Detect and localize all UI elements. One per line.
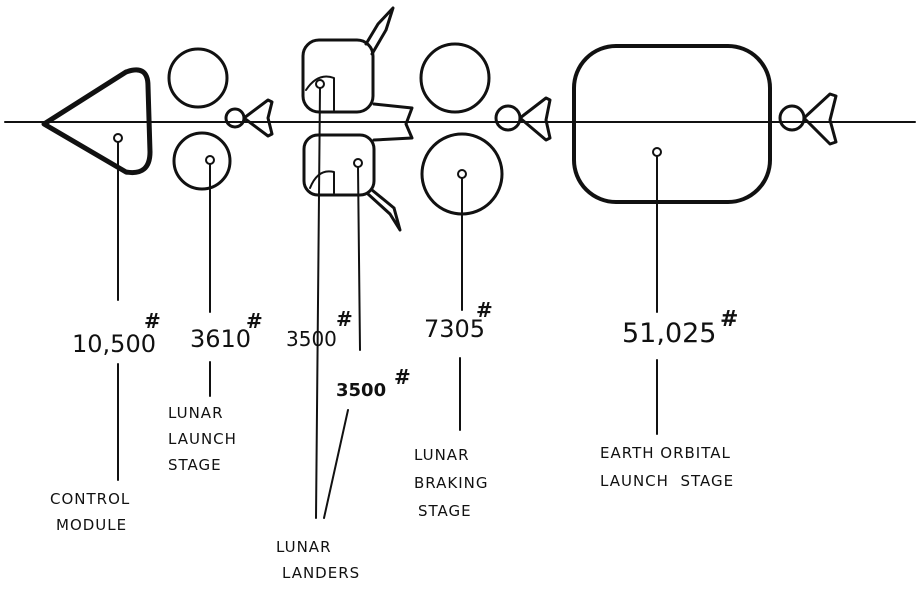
caption-control-module-line-1: CONTROL (50, 490, 130, 508)
lunar-braking-stage-upper-sphere (419, 42, 491, 114)
weight-lunar-launch-stage: 3610 (190, 325, 251, 353)
unit-lunar-launch-stage: # (246, 309, 263, 333)
lunar-lander-upper-center-dot (315, 79, 325, 89)
caption-lunar-braking-stage-line-1: LUNAR (414, 446, 470, 464)
caption-lunar-braking-stage-line-2: BRAKING (414, 474, 488, 492)
lunar-braking-stage-center-dot (457, 169, 467, 179)
earth-orbital-stage-center-dot (652, 147, 662, 157)
lunar-braking-stage-throat (494, 104, 522, 132)
earth-orbital-stage-nozzle (802, 92, 838, 146)
unit-earth-orbital-stage: # (720, 307, 738, 332)
earth-orbital-stage-throat (778, 104, 806, 132)
lunar-launch-stage-lower-sphere (172, 131, 232, 191)
lunar-launch-stage-nozzle (242, 98, 274, 138)
lunar-lander-upper-leg (364, 6, 395, 56)
lunar-braking-stage-nozzle (518, 96, 552, 142)
control-module-shape (41, 67, 153, 176)
caption-lunar-braking-stage-line-3: STAGE (418, 502, 472, 520)
caption-control-module-line-2: MODULE (56, 516, 127, 534)
unit-control-module: # (144, 309, 161, 333)
unit-lunar-braking-stage: # (476, 298, 493, 322)
leader-lunar-landers (315, 87, 361, 519)
leader-lunar-braking-stage (459, 177, 463, 431)
weight-lunar-braking-stage: 7305 (424, 315, 485, 343)
lunar-launch-stage-upper-sphere (167, 47, 229, 109)
caption-lunar-launch-stage-line-3: STAGE (168, 456, 222, 474)
caption-lunar-landers-line-2: LANDERS (282, 564, 360, 582)
lunar-launch-stage-throat (224, 107, 246, 129)
weight-control-module: 10,500 (72, 330, 156, 358)
lunar-lander-upper-hatch (305, 75, 335, 111)
caption-earth-orbital-stage-line-2: LAUNCH STAGE (600, 472, 734, 490)
lunar-lander-lower-body (302, 133, 376, 197)
lunar-lander-lower-leg (366, 188, 402, 232)
caption-lunar-launch-stage-line-2: LAUNCH (168, 430, 237, 448)
weight-earth-orbital-stage: 51,025 (622, 318, 716, 349)
unit-lunar-lander-upper: # (336, 307, 353, 331)
caption-lunar-landers-line-1: LUNAR (276, 538, 332, 556)
lunar-lander-upper-body (301, 38, 375, 114)
lunar-lander-engine-bell (372, 102, 414, 142)
lunar-lander-lower-hatch (309, 170, 335, 194)
unit-lunar-lander-lower: # (394, 365, 411, 389)
control-module-center-dot (113, 133, 123, 143)
earth-orbital-stage-tank (572, 44, 772, 204)
lunar-lander-lower-center-dot (353, 158, 363, 168)
weight-lunar-lander-lower: 3500 (336, 380, 386, 401)
lunar-launch-stage-center-dot (205, 155, 215, 165)
caption-earth-orbital-stage-line-1: EARTH ORBITAL (600, 444, 731, 462)
caption-lunar-launch-stage-line-1: LUNAR (168, 404, 224, 422)
weight-lunar-lander-upper: 3500 (286, 327, 337, 351)
